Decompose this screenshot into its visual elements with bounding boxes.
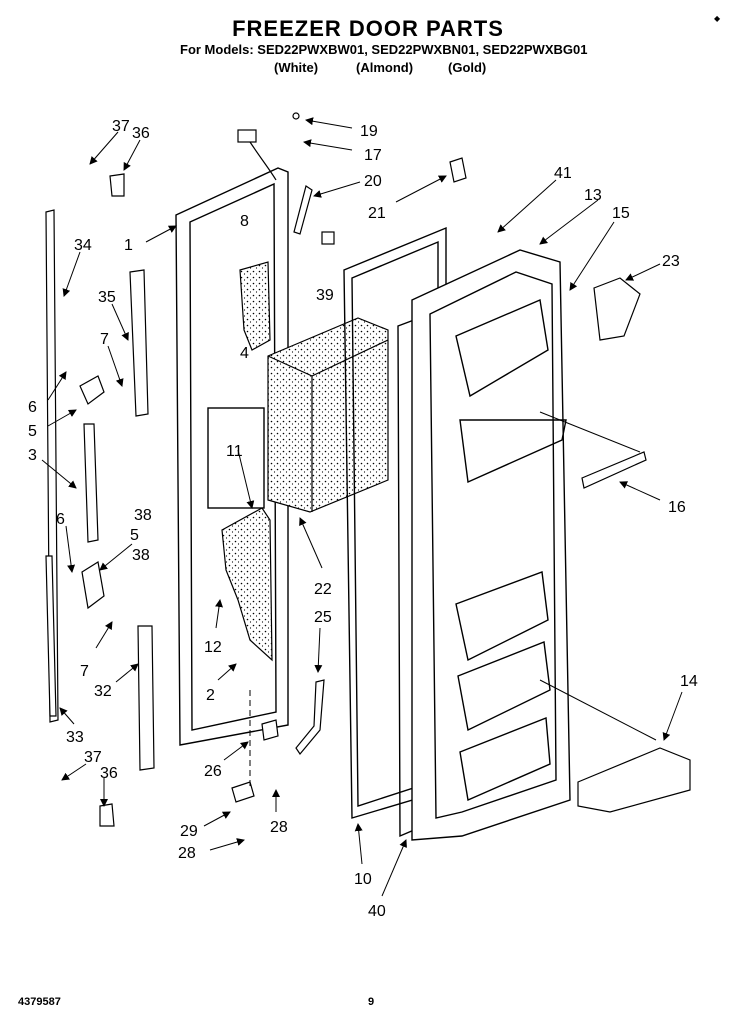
callout-10: 10: [354, 871, 372, 888]
page-number: 9: [368, 996, 375, 1008]
callout-5-upper: 5: [28, 423, 37, 440]
callout-38-lower: 38: [132, 547, 150, 564]
callout-37-bottom: 37: [84, 749, 102, 766]
callout-34: 34: [74, 237, 92, 254]
callout-13: 13: [584, 187, 602, 204]
callout-3: 3: [28, 447, 37, 464]
callout-33: 33: [66, 729, 84, 746]
callout-5-lower: 5: [130, 527, 139, 544]
color-white: (White): [274, 60, 319, 75]
callout-22: 22: [314, 581, 332, 598]
callout-6-upper: 6: [28, 399, 37, 416]
callout-8: 8: [240, 213, 249, 230]
callout-38-upper: 38: [134, 507, 152, 524]
leader-lines: [41, 117, 683, 897]
callout-36-bottom: 36: [100, 765, 118, 782]
callout-41: 41: [554, 165, 572, 182]
callout-35: 35: [98, 289, 116, 306]
callout-26: 26: [204, 763, 222, 780]
callout-37-top: 37: [112, 118, 130, 135]
insulation-foam: [221, 261, 389, 662]
callout-39: 39: [316, 287, 334, 304]
callout-32: 32: [94, 683, 112, 700]
callout-28-left: 28: [178, 845, 196, 862]
callout-15: 15: [612, 205, 630, 222]
callout-20: 20: [364, 173, 382, 190]
callout-11: 11: [226, 443, 243, 460]
callout-1: 1: [124, 237, 133, 254]
callout-17: 17: [364, 147, 382, 164]
callout-4: 4: [240, 345, 249, 362]
door-liner: [411, 249, 571, 841]
callout-12: 12: [204, 639, 222, 656]
callout-21: 21: [368, 205, 386, 222]
callout-7-upper: 7: [100, 331, 109, 348]
callout-2: 2: [206, 687, 215, 704]
callout-25: 25: [314, 609, 332, 626]
models-line: For Models: SED22PWXBW01, SED22PWXBN01, …: [180, 42, 588, 57]
small-parts: [45, 112, 691, 827]
callout-19: 19: [360, 123, 378, 140]
callout-numbers: 37 36 19 17 20 21 41 13 15 34 1 8 23 35 …: [28, 118, 698, 920]
callout-6-lower: 6: [56, 511, 65, 528]
callout-16: 16: [668, 499, 686, 516]
doc-number: 4379587: [18, 996, 61, 1008]
callout-23: 23: [662, 253, 680, 270]
page-title: FREEZER DOOR PARTS: [232, 16, 504, 41]
callout-40: 40: [368, 903, 386, 920]
callout-7-lower: 7: [80, 663, 89, 680]
callout-36-top: 36: [132, 125, 150, 142]
callout-28-right: 28: [270, 819, 288, 836]
callout-14: 14: [680, 673, 698, 690]
callout-29: 29: [180, 823, 198, 840]
color-gold: (Gold): [448, 60, 487, 75]
color-almond: (Almond): [356, 60, 414, 75]
corner-mark: ◆: [714, 14, 721, 23]
